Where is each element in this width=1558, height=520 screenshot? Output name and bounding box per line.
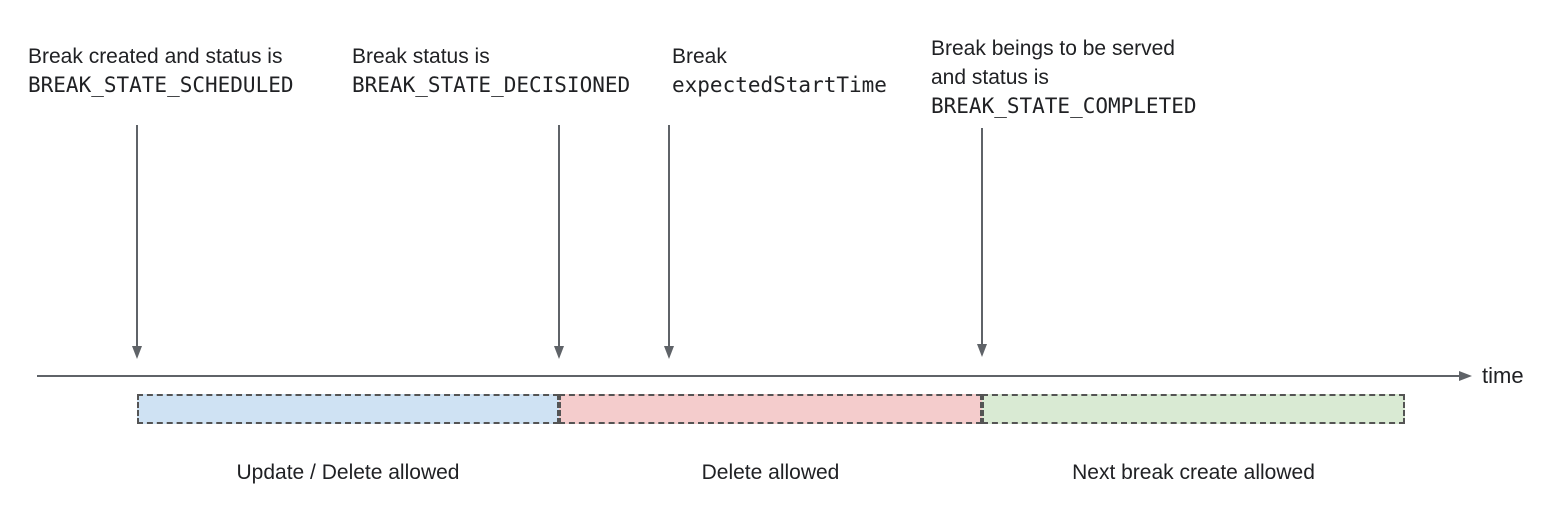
annotation-expected-start-time: Break expectedStartTime [672, 42, 887, 100]
time-axis-arrow-icon [37, 371, 1472, 381]
down-arrow-icon [664, 125, 674, 359]
annotation-break-completed: Break beings to be served and status is … [931, 34, 1197, 121]
time-axis-label: time [1482, 363, 1524, 388]
annotation-text-line2: and status is [931, 66, 1049, 89]
down-arrow-icon [132, 125, 142, 359]
segment-caption: Next break create allowed [1072, 461, 1315, 484]
annotation-break-decisioned: Break status is BREAK_STATE_DECISIONED [352, 42, 630, 100]
annotation-break-scheduled: Break created and status is BREAK_STATE_… [28, 42, 294, 100]
down-arrow-icon [977, 128, 987, 357]
annotation-text: Break status is [352, 45, 490, 68]
annotation-state-code: BREAK_STATE_DECISIONED [352, 73, 631, 97]
segment-caption: Update / Delete allowed [236, 461, 460, 484]
down-arrow-icon [554, 125, 564, 359]
segment-next-break-create-allowed [982, 394, 1405, 424]
annotation-state-code: BREAK_STATE_SCHEDULED [28, 73, 294, 97]
segment-delete-allowed [559, 394, 982, 424]
annotation-text: Break [672, 45, 727, 68]
annotation-text: Break beings to be served [931, 37, 1175, 60]
annotation-text: Break created and status is [28, 45, 283, 68]
annotation-state-code: expectedStartTime [672, 73, 887, 97]
segment-caption: Delete allowed [701, 461, 840, 484]
segment-update-delete-allowed [137, 394, 559, 424]
annotation-state-code: BREAK_STATE_COMPLETED [931, 94, 1197, 118]
